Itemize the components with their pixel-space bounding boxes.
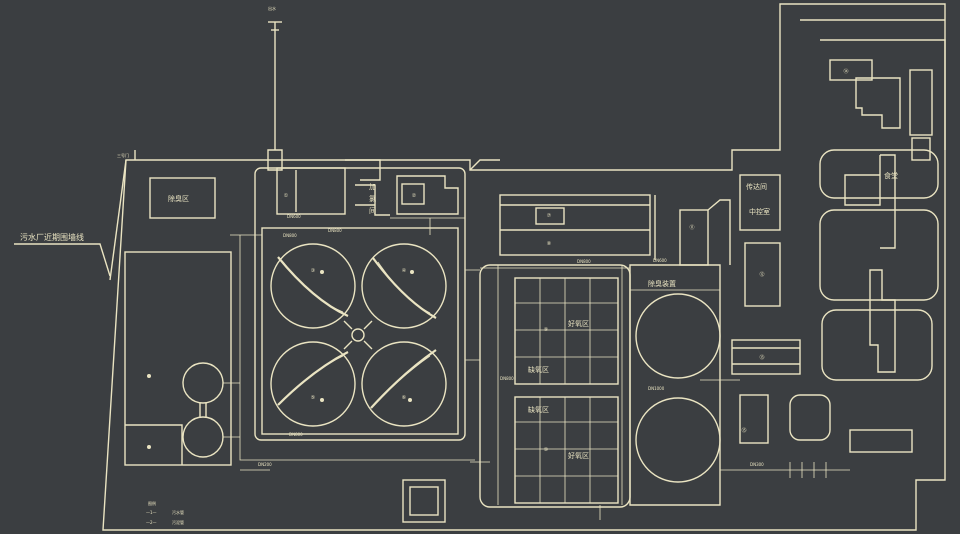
pipe-dn800-b: DN800 (328, 228, 342, 233)
pipe-crossings: DN300 DN200 (240, 461, 850, 520)
dosing-label-3: 间 (369, 207, 376, 215)
filter-2-label: 好氧区 (568, 451, 589, 460)
boundary-label: 污水厂近期围墙线 (20, 232, 84, 242)
unit-marker-6: ⑥ (402, 395, 407, 401)
deodor-zone-left: 除臭区 (149, 177, 216, 219)
pipe-dn600-a: DN600 (287, 214, 301, 219)
unit-marker-9: ⑨ (544, 327, 548, 333)
sludge-tank-block (124, 251, 240, 466)
dosing-label-2: 氯 (369, 194, 376, 203)
boundary-annotation: 污水厂近期围墙线 (14, 232, 111, 277)
pipe-dn800-d: DN800 (577, 259, 591, 264)
pipe-dn200: DN200 (258, 462, 272, 467)
unit-marker-15: ⑮ (741, 427, 746, 434)
unit-marker-2: ② (412, 193, 417, 199)
unit-marker-13: ⑬ (759, 354, 764, 361)
deodor-left-label: 除臭区 (168, 194, 189, 203)
legend-title: 图例 (148, 500, 156, 506)
pipe-dn800-a: DN800 (283, 233, 297, 238)
anoxic-2-label: 缺氧区 (528, 405, 549, 414)
right-clarifiers: 除臭装置 DN600 (629, 258, 740, 506)
filter-1-label: 好氧区 (568, 319, 589, 328)
unit-marker-8: ⑧ (547, 241, 552, 247)
dosing-building (390, 175, 465, 235)
unit-markers: ① ② ③ ④ ⑤ ⑥ ⑦ ⑧ ⑨ ⑩ ⑪ ⑫ ⑬ ⑭ ⑮ (284, 68, 849, 453)
pipe-dn1000: DN1000 (648, 386, 665, 391)
unit-marker-7: ⑦ (547, 213, 552, 219)
right-zone: 传达间 中控室 食堂 (731, 19, 946, 453)
unit-marker-4: ④ (402, 268, 407, 274)
bio-reactor-block: 好氧区 缺氧区 缺氧区 好氧区 DN800 DN800 DN1000 (479, 259, 665, 508)
blower-building (469, 159, 656, 260)
legend-item-2-symbol: —2— (146, 520, 157, 525)
unit-marker-1: ① (284, 193, 289, 199)
control-label: 中控室 (749, 207, 770, 216)
gatehouse (402, 479, 446, 523)
pipe-dn800-c: DN800 (289, 432, 303, 437)
unit-marker-12: ⑫ (759, 271, 764, 278)
pipe-dn300: DN300 (750, 462, 764, 467)
unit-marker-3: ③ (311, 268, 315, 274)
anoxic-1-label: 缺氧区 (528, 365, 549, 374)
legend-item-2-label: 污泥管 (172, 519, 184, 525)
pipe-dn600-b: DN600 (653, 258, 667, 263)
outflow-label: 出水 (268, 5, 276, 11)
pipe-dn800-e: DN800 (500, 376, 514, 381)
dosing-label-1: 加 (369, 182, 376, 191)
unit-marker-10: ⑩ (544, 447, 549, 453)
legend-item-1-label: 污水管 (172, 509, 184, 515)
legend-item-1-symbol: —1— (146, 510, 157, 515)
outflow-pipe: 出水 三号门 (117, 5, 283, 171)
legend: 图例 —1— 污水管 —2— 污泥管 (146, 500, 184, 525)
deodor-right-label: 除臭装置 (648, 279, 676, 288)
guard-label: 传达间 (746, 182, 767, 191)
unit-marker-14: ⑭ (843, 68, 848, 75)
gate-label: 三号门 (117, 152, 129, 158)
clarifier-block: 加 氯 间 DN800 DN800 DN600 DN800 (230, 159, 480, 461)
canteen-label: 食堂 (884, 171, 898, 180)
unit-marker-11: ⑪ (689, 224, 694, 231)
site-boundary (102, 3, 946, 531)
unit-marker-5: ⑤ (311, 395, 315, 401)
pump-building (679, 199, 731, 266)
